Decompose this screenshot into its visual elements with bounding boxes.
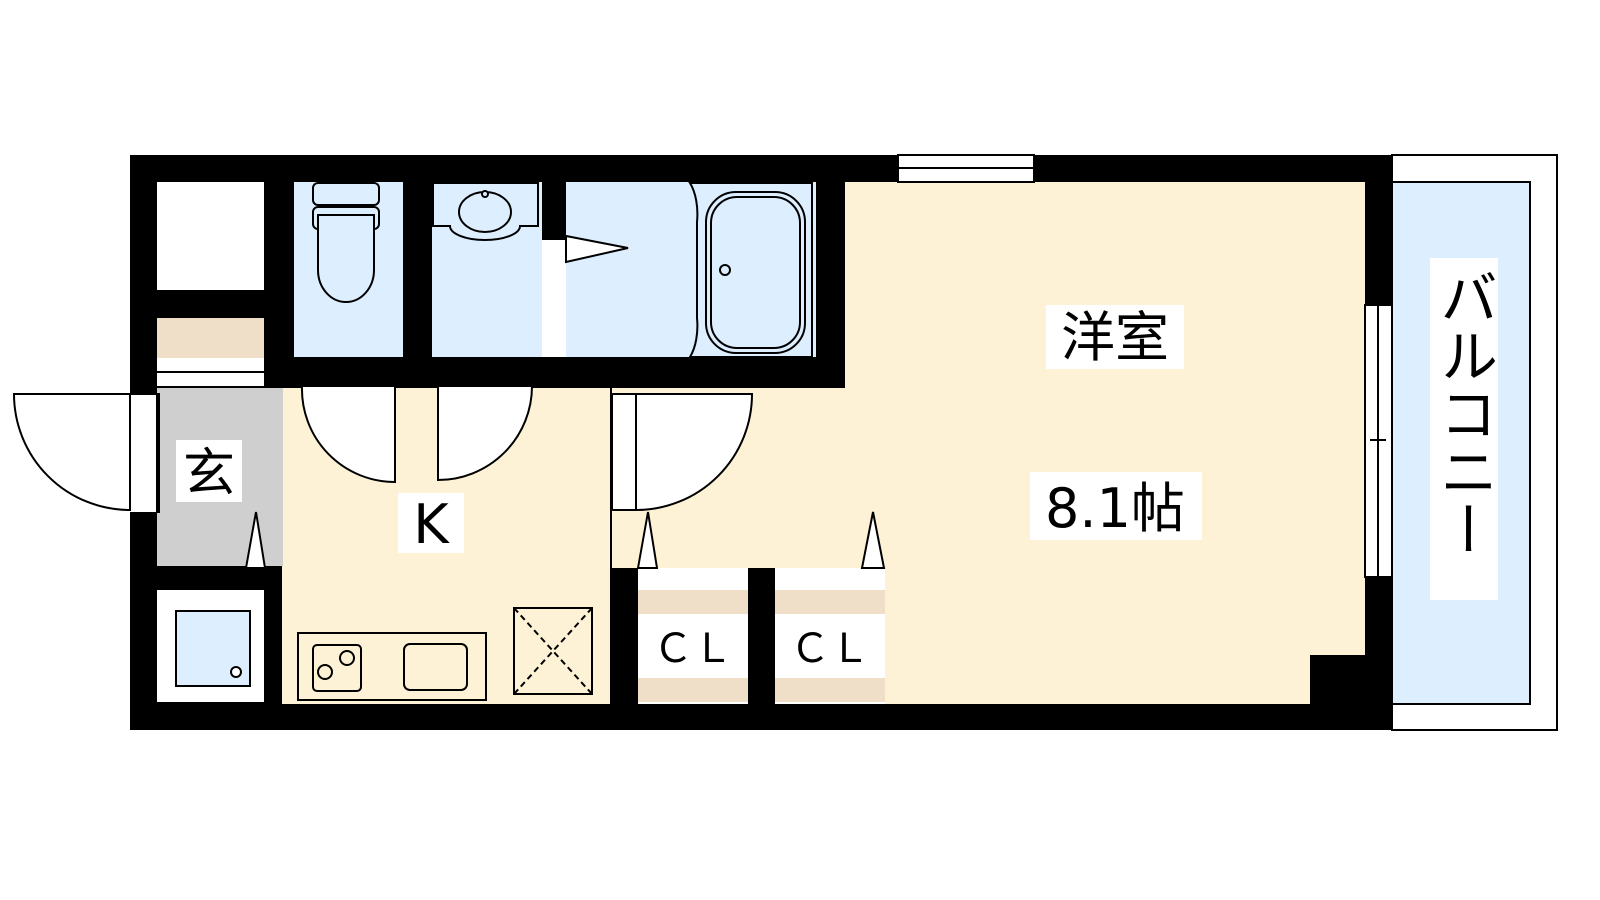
- balcony-label: バルコニー: [1430, 258, 1498, 600]
- svg-text:バルコニー: バルコニー: [1430, 268, 1498, 558]
- shoe-shelf: [157, 318, 264, 358]
- washing-machine-icon: [175, 610, 251, 687]
- bath-door-icon: [565, 234, 629, 264]
- closet-left-label: ＣＬ: [638, 618, 748, 674]
- sink-icon: [403, 643, 468, 691]
- kitchen-label: K: [398, 493, 464, 556]
- western-room-name-label: 洋室: [1046, 305, 1184, 369]
- svg-text:ＣＬ: ＣＬ: [653, 626, 733, 672]
- storage-top-left: [157, 182, 264, 290]
- closet-door-icon: [244, 511, 886, 569]
- toilet-icon: [312, 182, 380, 303]
- entrance-label: 玄: [176, 440, 242, 504]
- pillar: [1310, 655, 1365, 705]
- bathtub-icon: [688, 182, 813, 358]
- refrigerator-space-icon: [513, 607, 593, 695]
- closet-right-label: ＣＬ: [775, 618, 885, 674]
- kitchen-counter: [297, 632, 487, 701]
- svg-text:8.1帖: 8.1帖: [1045, 477, 1185, 540]
- western-room-size-label: 8.1帖: [1030, 472, 1202, 540]
- western-room: [612, 182, 1365, 704]
- svg-text:ＣＬ: ＣＬ: [790, 626, 870, 672]
- door-swing-icon: [12, 385, 754, 513]
- window-icon: [897, 154, 1035, 183]
- washbasin-icon: [432, 182, 539, 241]
- svg-text:洋室: 洋室: [1061, 306, 1169, 369]
- svg-text:玄: 玄: [183, 444, 235, 504]
- svg-text:K: K: [413, 493, 450, 556]
- window-icon: [1364, 304, 1393, 578]
